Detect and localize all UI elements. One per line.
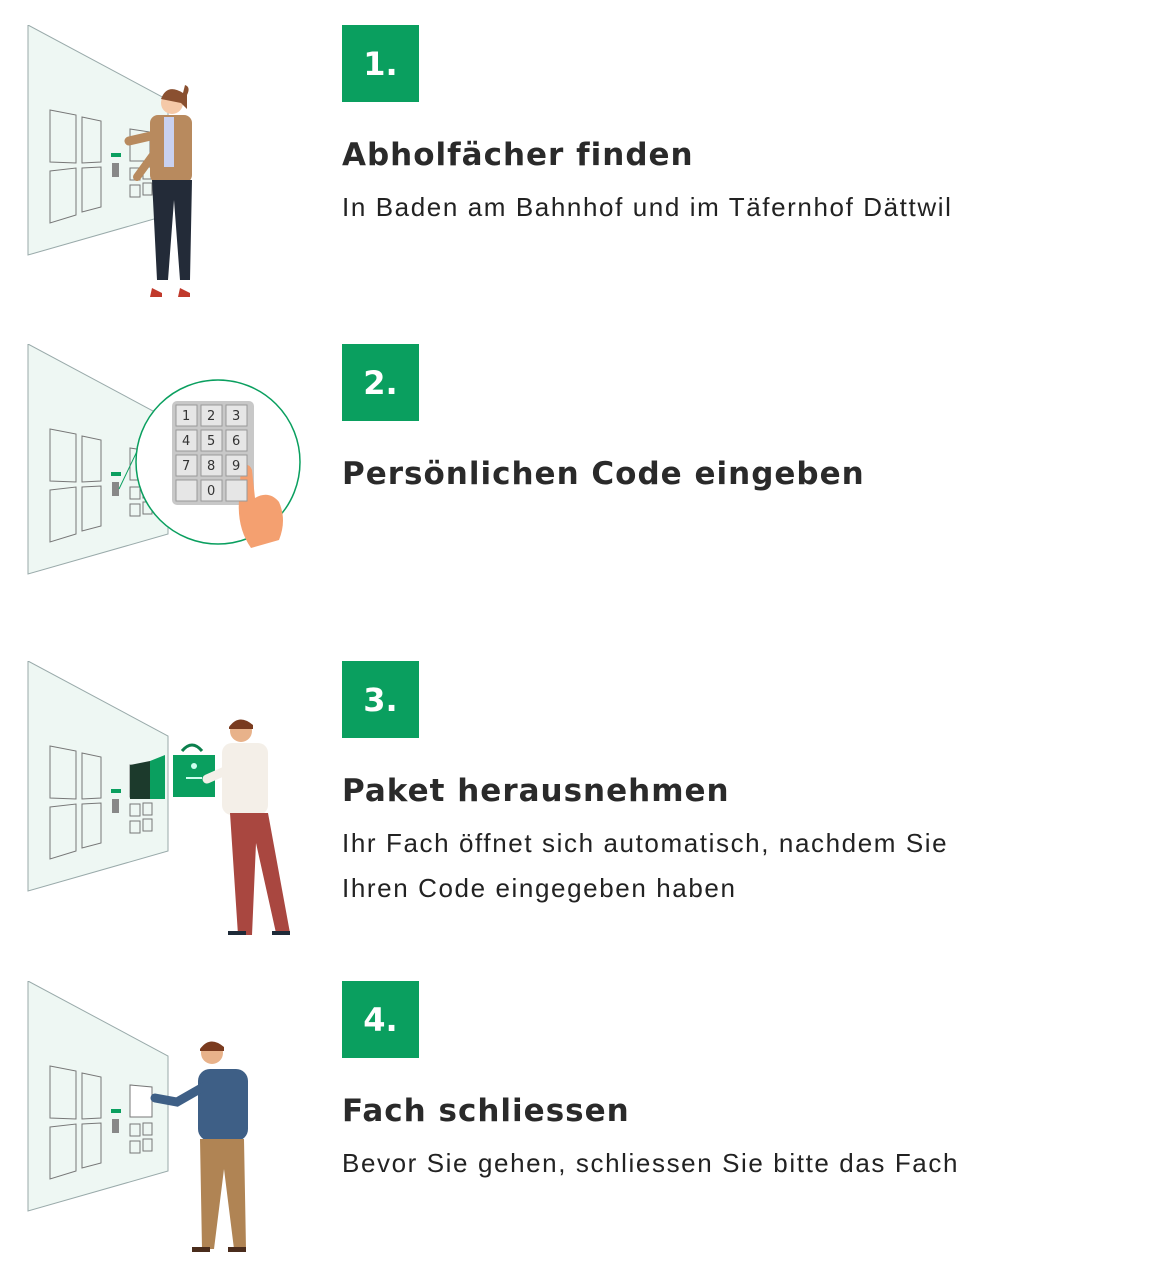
description-line: Bevor Sie gehen, schliessen Sie bitte da… (342, 1148, 960, 1178)
hand-icon (238, 464, 283, 548)
description-line: In Baden am Bahnhof und im Täfernhof Dät… (342, 192, 953, 222)
step-number-badge: 2. (342, 344, 419, 421)
man-closing-locker-illustration (27, 981, 248, 1252)
step-1: 1. Abholfächer finden In Baden am Bahnho… (0, 25, 1159, 325)
step-number-badge: 1. (342, 25, 419, 102)
step-description: Ihr Fach öffnet sich automatisch, nachde… (342, 821, 948, 911)
keypad-key-label: 3 (232, 409, 240, 424)
keypad-key (225, 479, 248, 502)
keypad-key (200, 479, 223, 502)
keypad-key (200, 429, 223, 452)
keypad-key (200, 454, 223, 477)
step-title: Fach schliessen (342, 1093, 630, 1129)
keypad-key (175, 479, 198, 502)
woman-at-lockers-illustration (27, 25, 192, 297)
step-4: 4. Fach schliessen Bevor Sie gehen, schl… (0, 981, 1159, 1281)
keypad-code-illustration: 1 2 3 4 5 6 7 8 9 0 (27, 344, 301, 575)
man-taking-package-illustration (27, 661, 290, 935)
step-title: Abholfächer finden (342, 137, 694, 173)
step-2: 1 2 3 4 5 6 7 8 9 0 2. Persönlichen Code eingeben (0, 344, 1159, 644)
keypad-key (225, 454, 248, 477)
step-description: Bevor Sie gehen, schliessen Sie bitte da… (342, 1141, 959, 1186)
keypad-key-label: 1 (182, 409, 190, 424)
step-number-badge: 4. (342, 981, 419, 1058)
step-title: Paket herausnehmen (342, 773, 730, 809)
description-line: Ihr Fach öffnet sich automatisch, nachde… (342, 828, 949, 858)
keypad-key (200, 404, 223, 427)
step-3: 3. Paket herausnehmen Ihr Fach öffnet si… (0, 661, 1159, 961)
step-description: In Baden am Bahnhof und im Täfernhof Dät… (342, 185, 952, 230)
keypad-key-label: 7 (182, 459, 190, 474)
step-title: Persönlichen Code eingeben (342, 456, 865, 492)
keypad-key-label: 8 (207, 459, 215, 474)
keypad-key (175, 429, 198, 452)
keypad-key (225, 404, 248, 427)
keypad-key-label: 0 (207, 484, 215, 499)
keypad-key (175, 404, 198, 427)
keypad-key (175, 454, 198, 477)
step-number-badge: 3. (342, 661, 419, 738)
keypad-key-label: 2 (207, 409, 215, 424)
description-line: Ihren Code eingegeben haben (342, 873, 737, 903)
keypad-key-label: 6 (232, 434, 240, 449)
keypad-key-label: 4 (182, 434, 190, 449)
keypad-key (225, 429, 248, 452)
keypad-key-label: 9 (232, 459, 240, 474)
keypad-key-label: 5 (207, 434, 215, 449)
